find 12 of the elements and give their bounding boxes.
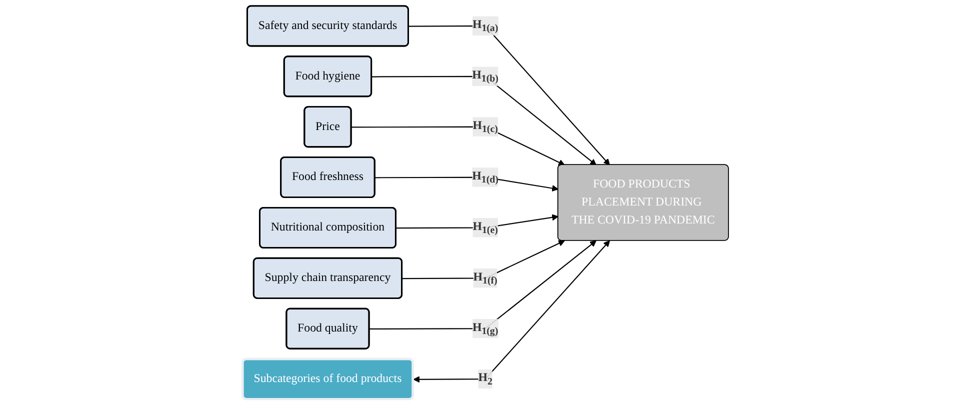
arrow [351,126,565,166]
arrow [408,25,610,166]
arrow [372,76,596,166]
edge-label: H$_{1(a)}$ [472,18,498,34]
edge-label: H$_{1(c)}$ [472,119,498,134]
arrow [413,240,610,383]
edge-label: H$_{1(g)}$ [472,321,498,336]
edge-label: H$_{1(d)}$ [472,170,498,185]
edge-label: H$_{2}$ [478,372,492,387]
edge-label: H$_{1(e)}$ [472,220,498,236]
edge-label: H$_{1(b)}$ [472,68,498,84]
edge-label: H$_{1(f)}$ [473,270,498,286]
